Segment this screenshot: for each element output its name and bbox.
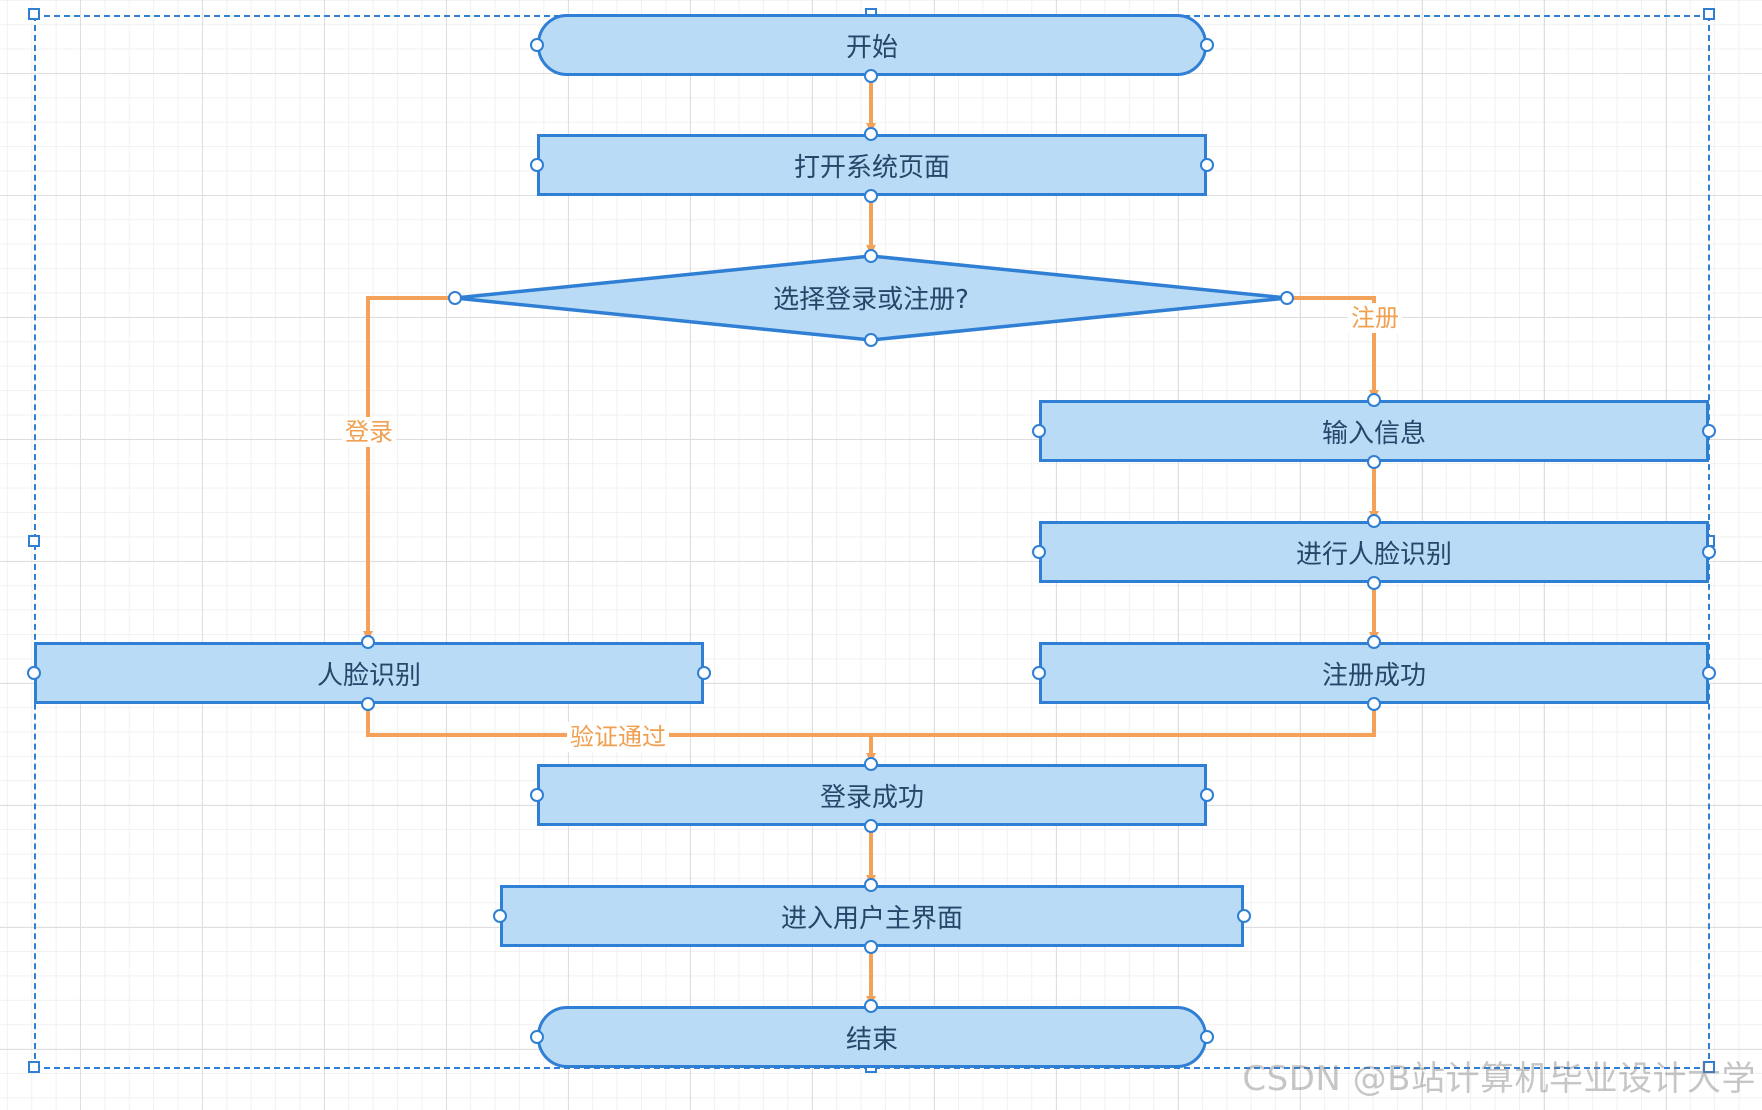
login-success-node[interactable]: 登录成功: [537, 764, 1207, 826]
face-recognition-register-node[interactable]: 进行人脸识别: [1039, 521, 1709, 583]
selection-handle-top-left[interactable]: [28, 8, 40, 20]
end-node[interactable]: 结束: [537, 1006, 1207, 1068]
selection-handle-bottom-left[interactable]: [28, 1061, 40, 1073]
face-recognition-login-node[interactable]: 人脸识别: [34, 642, 704, 704]
port-decision-bottom[interactable]: [864, 333, 878, 347]
port-start-right[interactable]: [1200, 38, 1214, 52]
port-end-right[interactable]: [1200, 1030, 1214, 1044]
register-success-node-label: 注册成功: [1321, 660, 1426, 691]
selection-handle-middle-left[interactable]: [28, 535, 40, 547]
port-face-login-bottom[interactable]: [361, 697, 375, 711]
port-start-left[interactable]: [530, 38, 544, 52]
enter-main-node-label: 进入用户主界面: [780, 903, 963, 934]
port-face-reg-top[interactable]: [1367, 514, 1381, 528]
input-info-node[interactable]: 输入信息: [1039, 400, 1709, 462]
port-start-bottom[interactable]: [864, 69, 878, 83]
port-login-success-bottom[interactable]: [864, 819, 878, 833]
edge-label-login: 登录: [342, 417, 396, 447]
port-face-reg-right[interactable]: [1702, 545, 1716, 559]
port-open-top[interactable]: [864, 127, 878, 141]
port-decision-left[interactable]: [448, 291, 462, 305]
edge-decision-to-input: [1287, 296, 1379, 400]
edge-label-verified: 验证通过: [567, 722, 669, 752]
face-recognition-login-node-label: 人脸识别: [316, 660, 421, 691]
port-main-top[interactable]: [864, 878, 878, 892]
selection-handle-bottom-right[interactable]: [1703, 1061, 1715, 1073]
decision-node-label: 选择登录或注册?: [773, 285, 969, 315]
start-node[interactable]: 开始: [537, 14, 1207, 76]
port-face-login-top[interactable]: [361, 635, 375, 649]
port-login-success-top[interactable]: [864, 757, 878, 771]
start-node-label: 开始: [845, 32, 898, 63]
port-main-bottom[interactable]: [864, 940, 878, 954]
port-reg-success-bottom[interactable]: [1367, 697, 1381, 711]
end-node-label: 结束: [845, 1024, 898, 1055]
port-main-right[interactable]: [1237, 909, 1251, 923]
port-input-right[interactable]: [1702, 424, 1716, 438]
edge-label-register: 注册: [1348, 303, 1402, 333]
port-open-left[interactable]: [530, 158, 544, 172]
port-login-success-left[interactable]: [530, 788, 544, 802]
edge-register-success-to-login-success: [871, 704, 1376, 737]
input-info-node-label: 输入信息: [1321, 418, 1426, 449]
port-login-success-right[interactable]: [1200, 788, 1214, 802]
enter-main-node[interactable]: 进入用户主界面: [500, 885, 1244, 947]
port-decision-top[interactable]: [864, 249, 878, 263]
port-face-login-left[interactable]: [27, 666, 41, 680]
port-face-reg-bottom[interactable]: [1367, 576, 1381, 590]
port-end-left[interactable]: [530, 1030, 544, 1044]
login-success-node-label: 登录成功: [819, 782, 924, 813]
edge-decision-to-login-face: [363, 296, 455, 641]
port-decision-right[interactable]: [1280, 291, 1294, 305]
port-input-bottom[interactable]: [1367, 455, 1381, 469]
port-end-top[interactable]: [864, 999, 878, 1013]
port-face-login-right[interactable]: [697, 666, 711, 680]
face-recognition-register-node-label: 进行人脸识别: [1295, 539, 1452, 570]
port-open-right[interactable]: [1200, 158, 1214, 172]
port-open-bottom[interactable]: [864, 189, 878, 203]
port-face-reg-left[interactable]: [1032, 545, 1046, 559]
port-reg-success-left[interactable]: [1032, 666, 1046, 680]
port-main-left[interactable]: [493, 909, 507, 923]
port-reg-success-top[interactable]: [1367, 635, 1381, 649]
port-input-left[interactable]: [1032, 424, 1046, 438]
watermark: CSDN @B站计算机毕业设计大学: [1242, 1059, 1756, 1099]
open-page-node-label: 打开系统页面: [793, 152, 950, 183]
selection-handle-top-right[interactable]: [1703, 8, 1715, 20]
port-reg-success-right[interactable]: [1702, 666, 1716, 680]
open-page-node[interactable]: 打开系统页面: [537, 134, 1207, 196]
register-success-node[interactable]: 注册成功: [1039, 642, 1709, 704]
port-input-top[interactable]: [1367, 393, 1381, 407]
